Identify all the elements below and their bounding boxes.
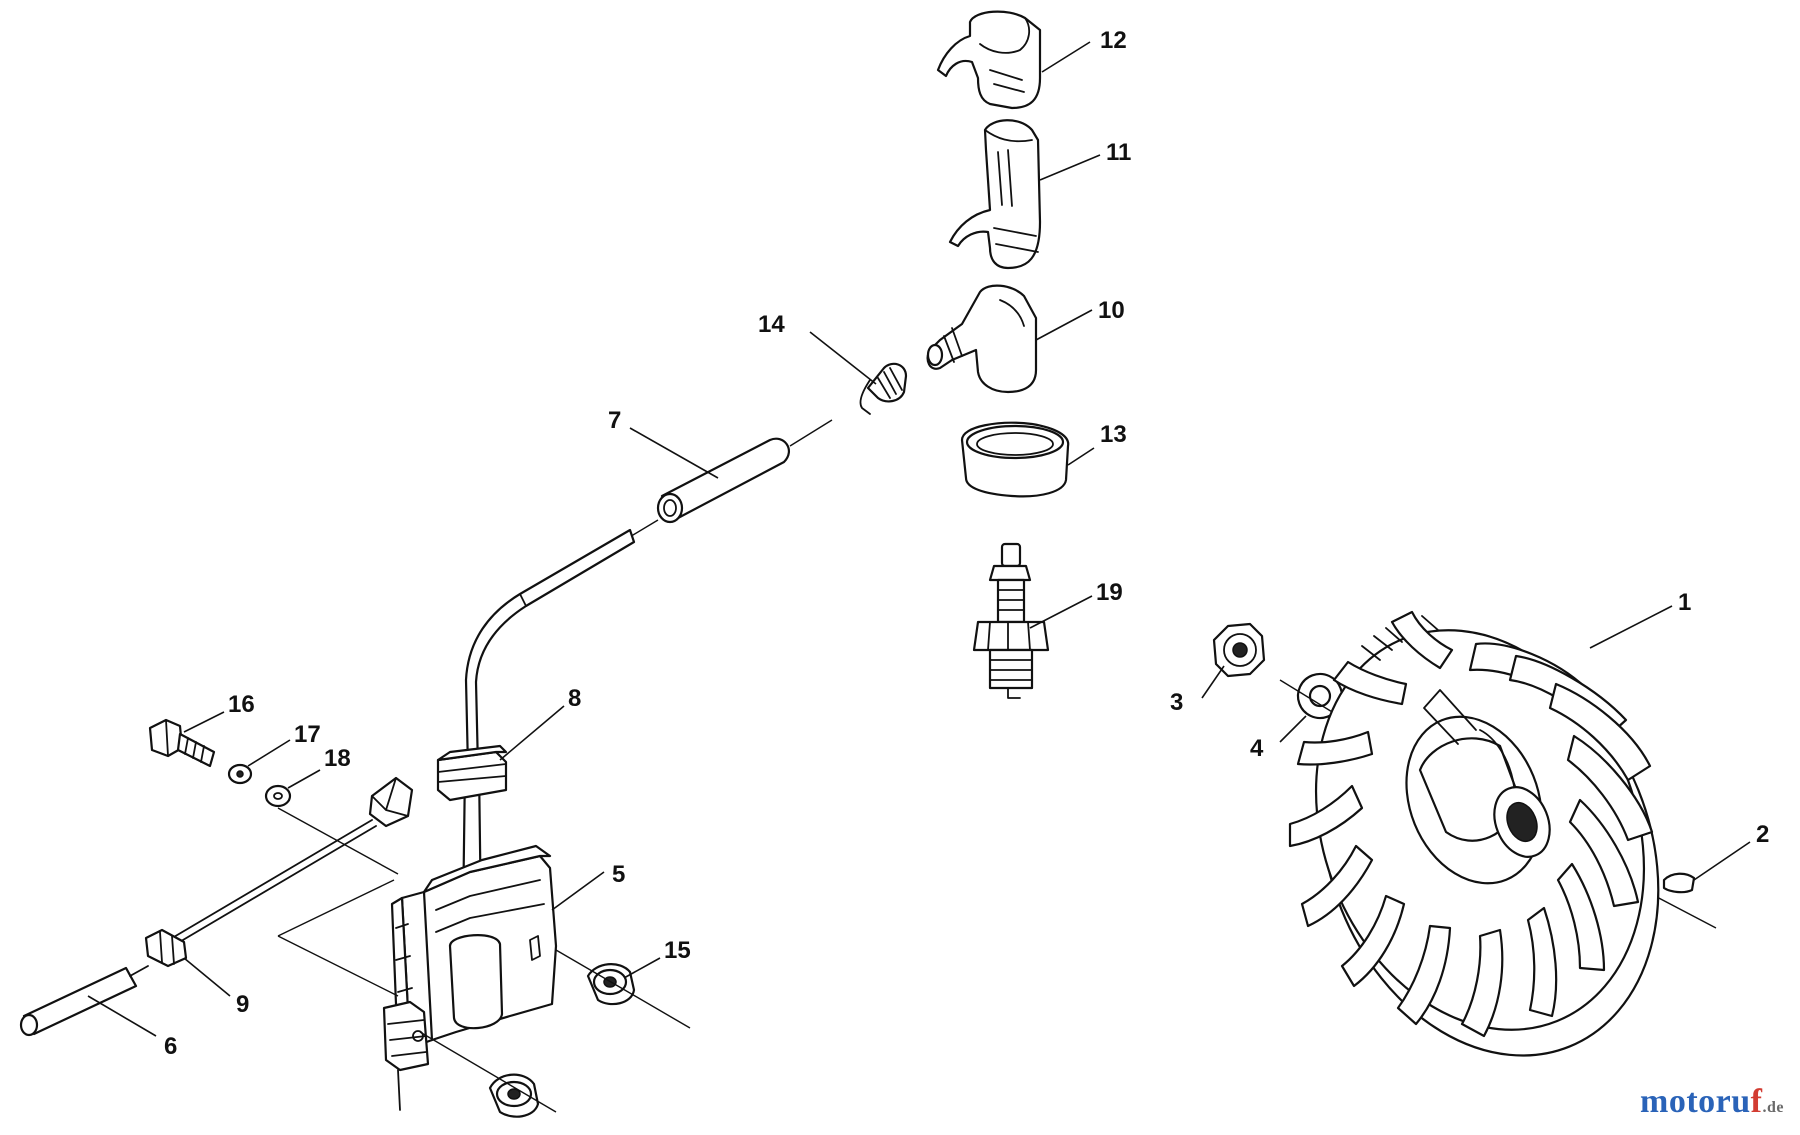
callout-1: 1 — [1678, 589, 1691, 616]
part-6-sleeve — [19, 965, 149, 1037]
callout-6: 6 — [164, 1033, 177, 1060]
part-4-washer — [1296, 672, 1344, 720]
part-16-bolt — [148, 718, 216, 768]
part-8-grommet — [436, 744, 508, 802]
part-14-spring-clip — [859, 362, 908, 415]
leader-lines — [87, 41, 1751, 1113]
callout-10: 10 — [1098, 297, 1125, 324]
callout-9: 9 — [236, 991, 249, 1018]
callout-7: 7 — [608, 407, 621, 434]
stop-wire — [161, 776, 414, 951]
part-12-plug-cap — [936, 10, 1042, 110]
part-10-terminal-boot — [926, 284, 1038, 394]
part-18-washer — [264, 784, 292, 808]
motoruf-watermark: motoruf.de — [1640, 1083, 1784, 1121]
part-15-nut — [586, 963, 636, 1006]
part-7-sleeve — [656, 419, 833, 524]
callout-19: 19 — [1096, 579, 1123, 606]
watermark-tld: .de — [1762, 1099, 1784, 1116]
callout-17: 17 — [294, 721, 321, 748]
watermark-main: motoru — [1640, 1083, 1751, 1120]
callout-14: 14 — [758, 311, 785, 338]
callout-3: 3 — [1170, 689, 1183, 716]
callout-11: 11 — [1106, 139, 1131, 166]
callout-13: 13 — [1100, 421, 1127, 448]
lower-nut — [488, 1073, 540, 1118]
callout-15: 15 — [664, 937, 691, 964]
part-1-flywheel — [1279, 610, 1717, 1057]
part-5-ignition-coil — [382, 844, 558, 1111]
part-2-key — [1662, 872, 1696, 894]
part-9-grommet — [144, 928, 188, 968]
callout-16: 16 — [228, 691, 255, 718]
part-3-nut — [1212, 622, 1266, 678]
callout-numbers: 12 11 10 13 19 14 7 8 5 15 16 17 18 9 6 … — [164, 27, 1769, 1060]
callout-4: 4 — [1250, 735, 1264, 762]
callout-2: 2 — [1756, 821, 1769, 848]
callout-18: 18 — [324, 745, 351, 772]
callout-5: 5 — [612, 861, 625, 888]
part-13-ring — [960, 421, 1070, 498]
callout-8: 8 — [568, 685, 581, 712]
part-17-washer — [227, 763, 253, 785]
part-19-spark-plug — [972, 542, 1050, 699]
watermark-accent: f — [1750, 1083, 1763, 1120]
callout-12: 12 — [1100, 27, 1127, 54]
part-11-boot — [948, 119, 1042, 270]
